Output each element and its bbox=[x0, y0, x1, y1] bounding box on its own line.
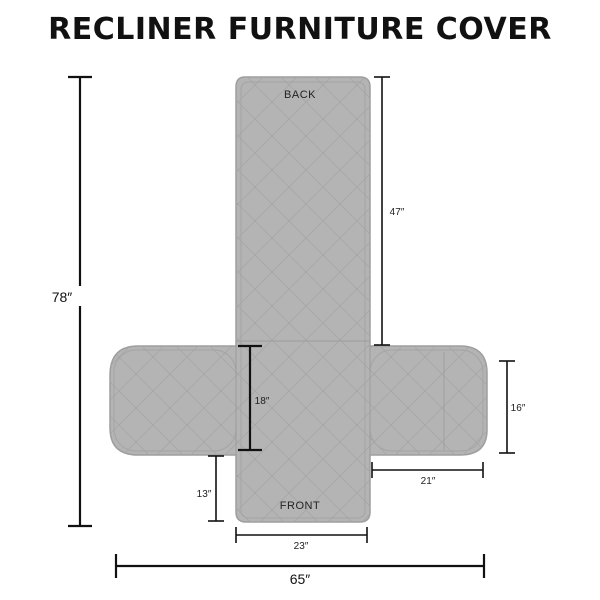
dimension-seat-width: 23″ bbox=[235, 527, 368, 552]
dimension-front-flap: 13″ bbox=[197, 455, 224, 522]
dimension-total-width: 65″ bbox=[114, 554, 486, 587]
seat-depth-label: 18″ bbox=[255, 396, 270, 407]
arm-height-label: 16″ bbox=[511, 403, 526, 414]
dimension-arm-width: 21″ bbox=[371, 462, 484, 487]
front-flap-label: 13″ bbox=[197, 489, 212, 500]
dimension-back-length: 47″ bbox=[374, 76, 405, 346]
back-label: BACK bbox=[284, 89, 316, 101]
back-stitch-border bbox=[240, 81, 366, 519]
page-title: RECLINER FURNITURE COVER bbox=[48, 12, 552, 47]
dimension-seat-depth: 18″ bbox=[238, 344, 270, 452]
front-label: FRONT bbox=[280, 500, 320, 512]
dimension-total-height: 78″ bbox=[52, 75, 92, 528]
dimension-arm-height: 16″ bbox=[499, 360, 526, 454]
seat-width-label: 23″ bbox=[294, 541, 309, 552]
total-height-label: 78″ bbox=[52, 289, 73, 305]
total-width-label: 65″ bbox=[290, 571, 311, 587]
arm-width-label: 21″ bbox=[421, 476, 436, 487]
back-length-label: 47″ bbox=[390, 207, 405, 218]
quilt-pattern bbox=[110, 77, 487, 522]
cover-shape bbox=[109, 76, 488, 523]
